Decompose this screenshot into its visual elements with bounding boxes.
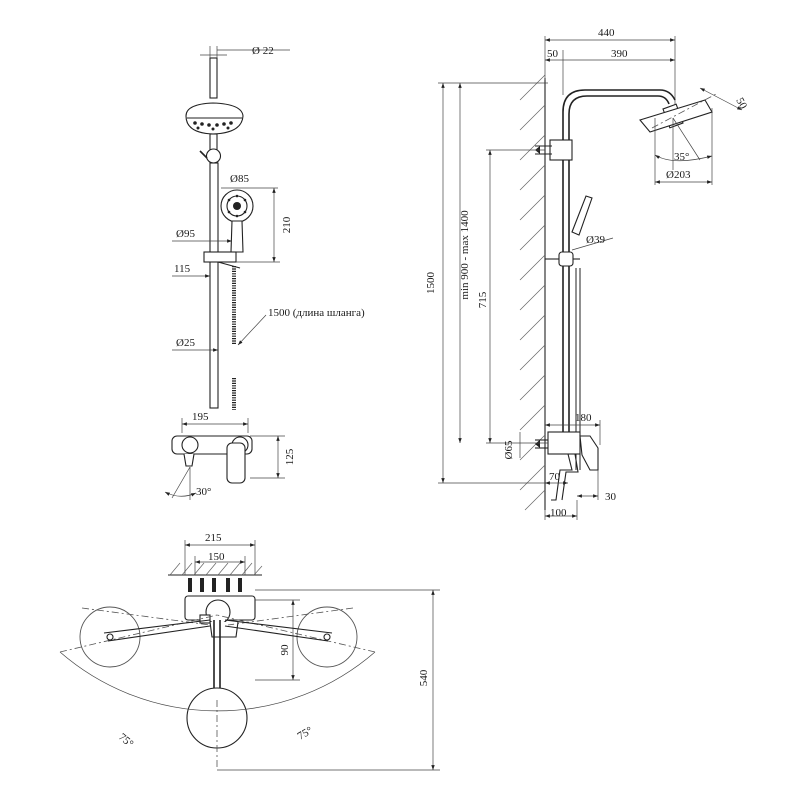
dim-215-label: 215 — [205, 532, 222, 544]
dim-180-label: 180 — [575, 412, 592, 424]
dia-85-label: Ø85 — [230, 173, 249, 185]
angle-30-label: 30° — [196, 486, 211, 498]
dim-440-label: 440 — [598, 27, 615, 39]
dim-50-top-label: 50 — [547, 48, 559, 60]
side-shower-head — [639, 92, 719, 133]
side-view: 440 50 390 50 35° Ø203 — [425, 27, 749, 520]
dia-65-label: Ø65 — [503, 440, 515, 459]
dim-150-label: 150 — [208, 551, 225, 563]
dim-195-label: 195 — [192, 411, 209, 423]
dia-25-label: Ø25 — [176, 337, 195, 349]
height-range-label: min 900 - max 1400 — [459, 210, 471, 300]
top-view: 215 150 90 540 — [59, 532, 440, 771]
dim-100-label: 100 — [550, 507, 567, 519]
dim-70-label: 70 — [549, 471, 561, 483]
hand-shower — [220, 189, 254, 253]
mixer-front: 195 125 30° — [164, 411, 296, 500]
overhead-shower-head — [185, 102, 244, 135]
dim-1500-label: 1500 — [425, 272, 437, 295]
dia-39-label: Ø39 — [586, 234, 605, 246]
dim-540-label: 540 — [418, 669, 430, 686]
dia-203-label: Ø203 — [666, 169, 691, 181]
mixer-side — [535, 431, 599, 501]
dim-125-label: 125 — [284, 448, 296, 465]
dim-50-head-label: 50 — [733, 96, 749, 112]
wall-hatch — [519, 74, 546, 511]
dim-90-label: 90 — [279, 644, 291, 656]
angle-35-label: 35° — [674, 151, 689, 163]
front-view: Ø 22 — [164, 45, 365, 500]
angle-75-right-label: 75° — [296, 725, 315, 743]
angle-75-left-label: 75° — [116, 731, 136, 750]
dia-95-label: Ø95 — [176, 228, 195, 240]
dim-390-label: 390 — [611, 48, 628, 60]
dim-115-label: 115 — [174, 263, 191, 275]
dim-30-label: 30 — [605, 491, 617, 503]
dim-210-label: 210 — [281, 216, 293, 233]
dia-22-label: Ø 22 — [252, 45, 274, 57]
dim-715-label: 715 — [477, 291, 489, 308]
hose-length-note: 1500 (длина шланга) — [268, 307, 365, 319]
